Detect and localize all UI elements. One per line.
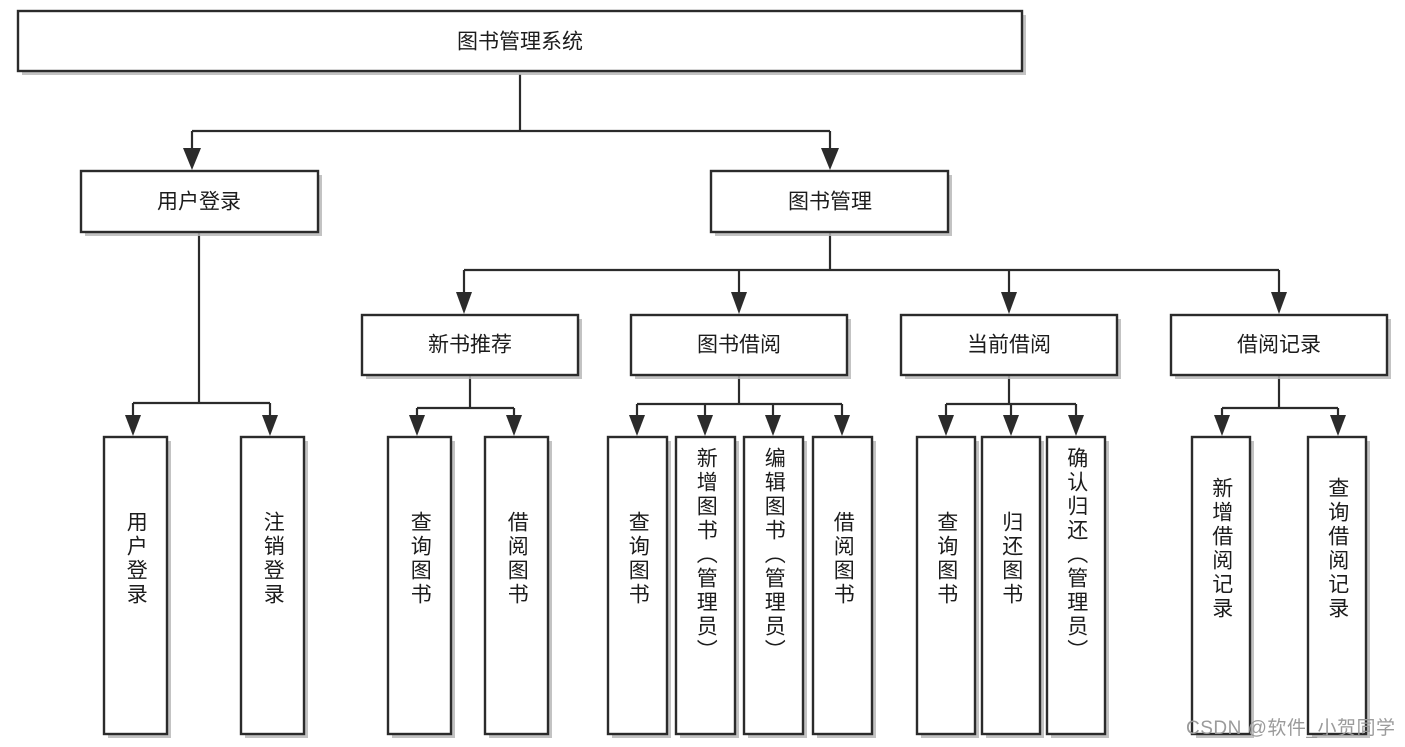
- arrow-current-borrow: [1001, 292, 1017, 314]
- book-management-rect[interactable]: [709, 169, 950, 234]
- root-rect[interactable]: [16, 9, 1024, 73]
- user-login-label: 用户登录: [157, 191, 241, 214]
- book-management-label: 图书管理: [788, 191, 872, 214]
- arrow-leaf-borrow-book-1: [506, 415, 522, 436]
- connector-layer: [125, 74, 1346, 436]
- node-root[interactable]: 图书管理系统: [16, 9, 1026, 75]
- leaf-node-group: [102, 435, 1370, 738]
- leaf-query-book-3-rect[interactable]: [915, 435, 977, 736]
- leaf-query-borrow-record-rect[interactable]: [1306, 435, 1368, 736]
- arrow-borrow-record: [1271, 292, 1287, 314]
- node-borrow-record[interactable]: 借阅记录: [1169, 313, 1391, 379]
- user-login-rect[interactable]: [79, 169, 320, 234]
- arrow-leaf-query-book-3: [938, 415, 954, 436]
- arrow-leaf-edit-book-admin: [765, 415, 781, 436]
- node-book-borrow[interactable]: 图书借阅: [629, 313, 851, 379]
- arrow-leaf-confirm-return-admin: [1068, 415, 1084, 436]
- node-new-book-recommend[interactable]: 新书推荐: [360, 313, 582, 379]
- arrow-book-borrow: [731, 292, 747, 314]
- leaf-edit-book-admin-rect[interactable]: [742, 435, 805, 736]
- arrow-leaf-return-book: [1003, 415, 1019, 436]
- leaf-add-borrow-record-rect[interactable]: [1190, 435, 1252, 736]
- leaf-add-book-admin-rect[interactable]: [674, 435, 737, 736]
- arrow-leaf-query-book-2: [629, 415, 645, 436]
- leaf-borrow-book-2-rect[interactable]: [811, 435, 874, 736]
- leaf-query-book-1-rect[interactable]: [386, 435, 453, 736]
- current-borrow-label: 当前借阅: [967, 334, 1051, 357]
- new-book-recommend-label: 新书推荐: [428, 334, 512, 357]
- arrow-leaf-user-login: [125, 415, 141, 436]
- node-current-borrow[interactable]: 当前借阅: [899, 313, 1121, 379]
- book-borrow-rect[interactable]: [629, 313, 849, 377]
- arrow-leaf-add-borrow-record: [1214, 415, 1230, 436]
- csdn-watermark: CSDN @软件_小贺同学: [1186, 718, 1396, 739]
- arrow-leaf-add-book-admin: [697, 415, 713, 436]
- book-borrow-label: 图书借阅: [697, 334, 781, 357]
- arrow-leaf-logout-login: [262, 415, 278, 436]
- node-book-management[interactable]: 图书管理: [709, 169, 952, 236]
- arrow-leaf-borrow-book-2: [834, 415, 850, 436]
- current-borrow-rect[interactable]: [899, 313, 1119, 377]
- arrow-user-login: [183, 148, 201, 170]
- leaf-logout-login-rect[interactable]: [239, 435, 306, 736]
- leaf-return-book-rect[interactable]: [980, 435, 1042, 736]
- leaf-borrow-book-1-rect[interactable]: [483, 435, 550, 736]
- node-user-login[interactable]: 用户登录: [79, 169, 322, 236]
- arrow-book-management: [821, 148, 839, 170]
- root-label: 图书管理系统: [457, 31, 583, 54]
- leaf-confirm-return-admin-rect[interactable]: [1045, 435, 1107, 736]
- new-book-recommend-rect[interactable]: [360, 313, 580, 377]
- leaf-user-login-rect[interactable]: [102, 435, 169, 736]
- arrow-leaf-query-borrow-record: [1330, 415, 1346, 436]
- arrow-leaf-query-book-1: [409, 415, 425, 436]
- borrow-record-label: 借阅记录: [1237, 334, 1321, 357]
- arrow-new-book-recommend: [456, 292, 472, 314]
- leaf-query-book-2-rect[interactable]: [606, 435, 669, 736]
- borrow-record-rect[interactable]: [1169, 313, 1389, 377]
